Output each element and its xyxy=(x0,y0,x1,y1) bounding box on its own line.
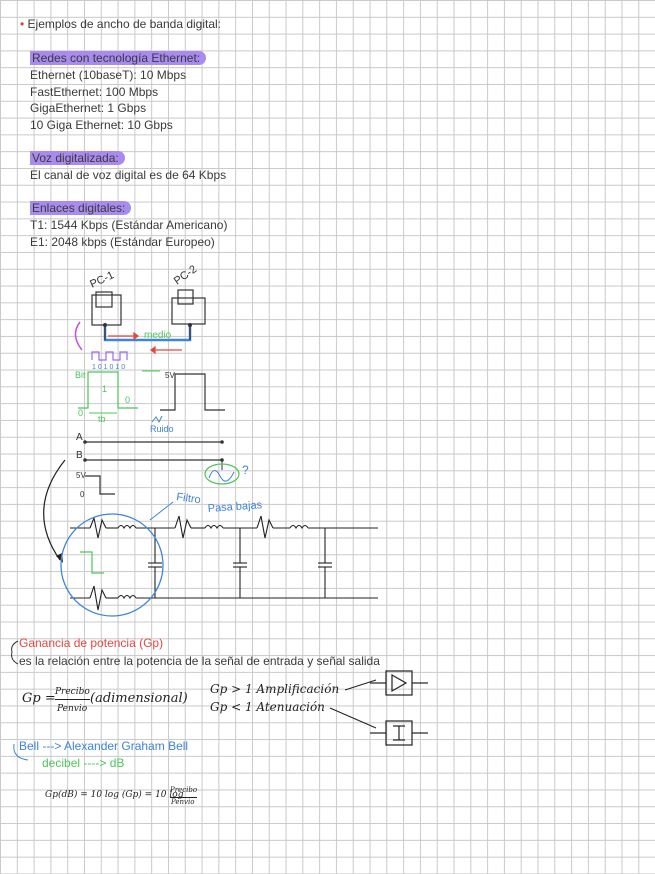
gp-units: (adimensional) xyxy=(90,691,188,706)
a-label: A xyxy=(76,432,83,443)
ethernet-item: GigaEthernet: 1 Gbps xyxy=(30,101,147,115)
mid-pulse xyxy=(85,475,115,495)
ethernet-item: Ethernet (10baseT): 10 Mbps xyxy=(30,68,187,82)
bracket xyxy=(11,640,19,665)
distorted-signal-ring xyxy=(204,463,240,485)
curved-arrow xyxy=(43,459,66,561)
output-pulse xyxy=(160,373,225,411)
medio-label: medio xyxy=(144,330,172,341)
bit-pulses xyxy=(91,351,128,361)
red-arrows xyxy=(108,331,182,355)
zoom-circle xyxy=(60,513,164,617)
ganancia-desc: es la relación entre la potencia de la s… xyxy=(19,654,380,668)
tb-label: tb xyxy=(98,414,106,424)
filtro-label: Filtro xyxy=(176,491,202,506)
filtro-pointer xyxy=(149,501,174,521)
bell-arrow xyxy=(13,743,29,761)
b-label: B xyxy=(76,450,83,461)
gp-lhs: Gp = xyxy=(22,691,56,706)
gp-den: Penvio xyxy=(57,704,88,714)
pc2-label: PC-2 xyxy=(172,263,199,287)
zero-right-label: 0 xyxy=(125,395,130,405)
lowpass-circuit xyxy=(70,515,378,611)
bullet-icon: • xyxy=(20,17,25,31)
enlaces-item: T1: 1544 Kbps (Estándar Americano) xyxy=(30,218,228,232)
bit-label: Bit xyxy=(75,370,86,380)
ganancia-title: Ganancia de potencia (Gp) xyxy=(19,636,164,650)
ethernet-heading: Redes con tecnología Ethernet: xyxy=(30,51,207,65)
voz-heading-text: Voz digitalizada: xyxy=(30,151,125,165)
db-formula-den: Penvio xyxy=(171,798,195,806)
case1: Gp > 1 Amplificación xyxy=(210,682,340,696)
zero-mid-label: 0 xyxy=(80,490,85,499)
attenuator-icon xyxy=(370,720,428,746)
pc1-label: PC-1 xyxy=(88,269,116,290)
case2-pointer xyxy=(329,707,377,729)
enlaces-heading-text: Enlaces digitales: xyxy=(30,201,132,215)
ruido-label: Ruido xyxy=(150,424,174,434)
ethernet-item: 10 Giga Ethernet: 10 Gbps xyxy=(30,118,173,132)
green-pulse xyxy=(78,371,138,409)
pasa-bajas-label: Pasa bajas xyxy=(207,499,263,515)
noise-icon xyxy=(151,415,163,424)
question-mark: ? xyxy=(242,463,249,477)
intro-title: Ejemplos de ancho de banda digital: xyxy=(27,17,222,31)
enlaces-item: E1: 2048 kbps (Estándar Europeo) xyxy=(30,235,215,249)
gp-num: Precibo xyxy=(55,685,90,700)
pc1-icon xyxy=(91,291,122,326)
amplifier-icon xyxy=(370,670,428,696)
zero-left-label: 0 xyxy=(78,408,83,418)
link-cable xyxy=(103,323,192,342)
case1-pointer xyxy=(344,679,377,691)
db-formula-lhs: Gp(dB) = 10 log (Gp) = 10 log xyxy=(45,790,184,800)
green-small-pulse xyxy=(80,551,104,574)
voz-text: El canal de voz digital es de 64 Kbps xyxy=(30,168,227,182)
ethernet-item: FastEthernet: 100 Mbps xyxy=(30,85,159,99)
case2: Gp < 1 Atenuación xyxy=(210,700,325,714)
ethernet-heading-text: Redes con tecnología Ethernet: xyxy=(30,51,207,65)
voz-heading: Voz digitalizada: xyxy=(30,151,125,165)
decibel-line: decibel ----> dB xyxy=(42,756,125,770)
one-label: 1 xyxy=(102,384,107,394)
pink-curve-arrow xyxy=(74,321,83,351)
bell-line: Bell ---> Alexander Graham Bell xyxy=(19,739,189,753)
sv-mid-label: 5V xyxy=(76,471,86,480)
enlaces-heading: Enlaces digitales: xyxy=(30,201,132,215)
db-formula-num: Precibo xyxy=(170,783,198,798)
distorted-wave xyxy=(208,470,235,482)
intro-line: • Ejemplos de ancho de banda digital: xyxy=(20,17,221,31)
pc2-icon xyxy=(171,289,206,325)
bits-label: 1 0 1 0 1 0 xyxy=(92,364,125,371)
sv-top-label: 5V xyxy=(165,371,175,380)
